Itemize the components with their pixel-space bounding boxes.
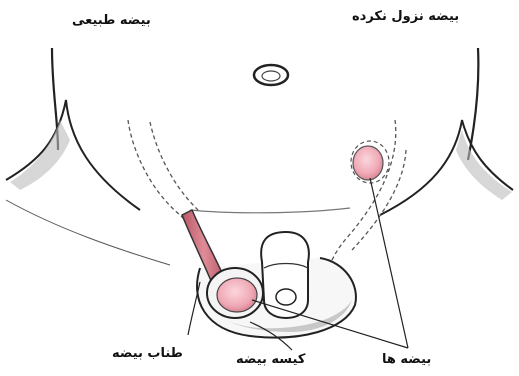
navel [254, 65, 288, 85]
left-inner-thigh [6, 200, 170, 265]
label-undescended-testis: بیضه نزول نکرده [352, 10, 459, 23]
left-thigh-outline [6, 100, 140, 210]
lower-abdomen-line [190, 208, 350, 213]
label-normal-testis: بیضه طبیعی [72, 14, 151, 27]
undescended-testis [353, 146, 383, 180]
leader-cord [188, 282, 200, 335]
right-thigh-outline [380, 120, 513, 215]
label-scrotum: کیسه بیضه [236, 353, 305, 366]
label-testes: بیضه ها [382, 353, 431, 366]
label-spermatic-cord: طناب بیضه [112, 347, 183, 360]
left-canal-dashed-2 [150, 122, 198, 210]
normal-testis [217, 278, 257, 312]
